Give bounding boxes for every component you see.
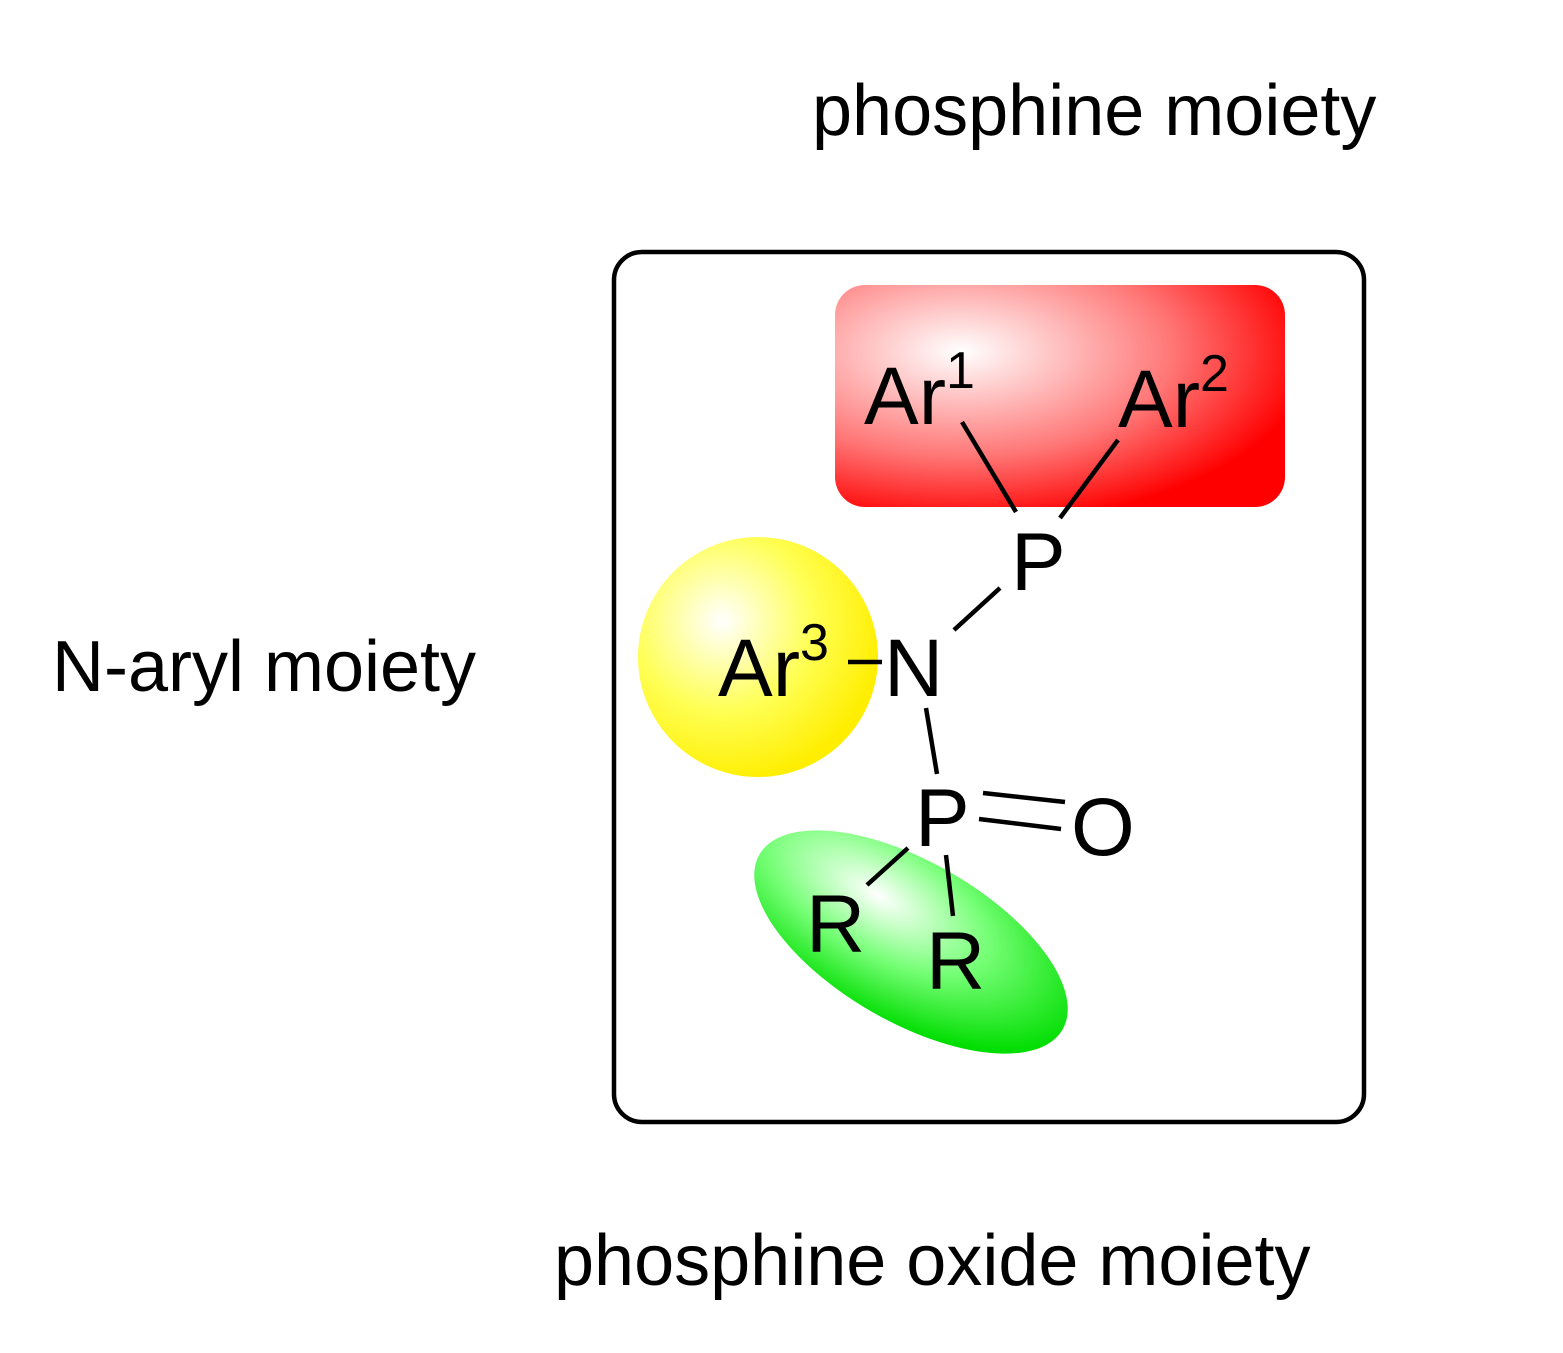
phosphine-highlight: [835, 285, 1285, 507]
bond-p-r1: [865, 846, 910, 887]
n-aryl-moiety-label: N-aryl moiety: [52, 627, 476, 707]
phosphine-oxide-moiety-label: phosphine oxide moiety: [554, 1221, 1311, 1301]
atom-ar3: Ar3: [718, 614, 829, 714]
bond-p-r2: [943, 854, 956, 917]
bond-ar2-p: [1058, 438, 1120, 520]
atom-ar1: Ar1: [864, 342, 975, 442]
phosphine-oxide-highlight: [754, 830, 1068, 1054]
atom-ar2: Ar2: [1118, 345, 1229, 445]
n-aryl-highlight: [638, 537, 878, 777]
atom-r1: R: [806, 879, 865, 970]
atom-p-upper: P: [1011, 517, 1066, 608]
bond-n-p: [923, 707, 940, 775]
bond-p-o-double-a: [982, 790, 1066, 805]
bond-p-n: [952, 586, 1002, 632]
atom-r2: R: [926, 916, 985, 1007]
bond-p-o-double-b: [978, 816, 1062, 832]
structure-frame: [611, 249, 1367, 1125]
phosphine-moiety-label: phosphine moiety: [812, 71, 1376, 151]
bond-ar1-p: [960, 420, 1018, 514]
atom-n: N: [884, 623, 943, 714]
atom-o: O: [1071, 782, 1135, 873]
atom-p-lower: P: [915, 773, 970, 864]
